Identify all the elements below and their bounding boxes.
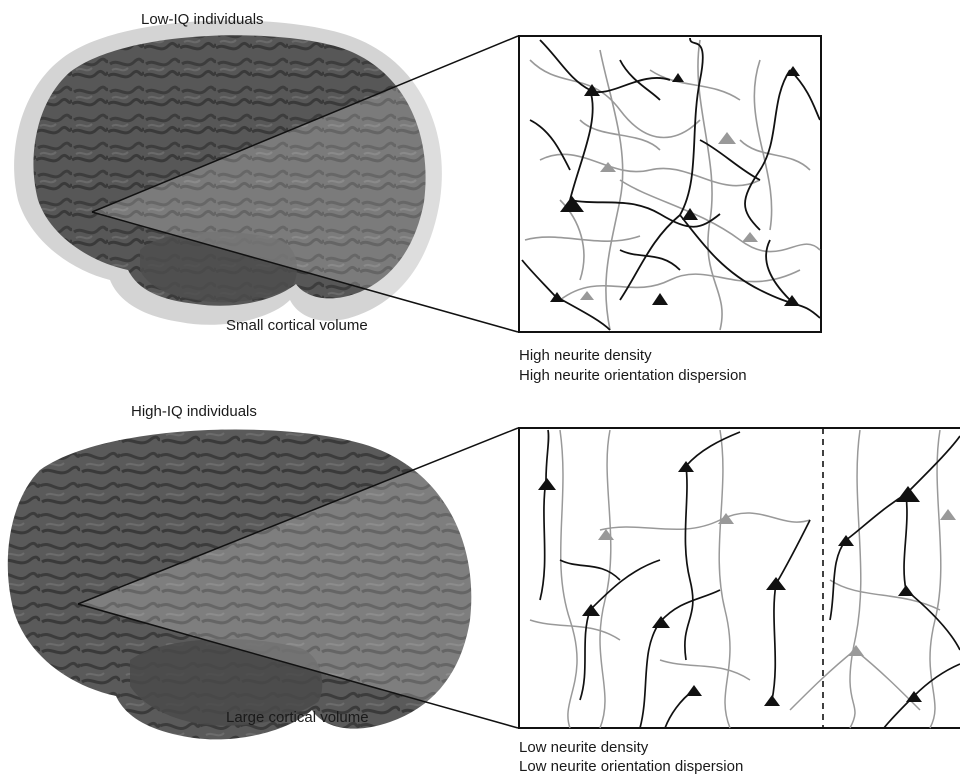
large-brain xyxy=(7,429,472,740)
high-iq-group-label: High-IQ individuals xyxy=(131,403,257,420)
low-density-label: Low neurite density xyxy=(519,739,649,756)
dense-neurite-box xyxy=(518,35,822,333)
bottom-zoom-lines xyxy=(77,427,519,729)
dark-somata xyxy=(550,66,800,306)
high-dispersion-label: High neurite orientation dispersion xyxy=(519,367,747,384)
sparse-neurite-box xyxy=(518,427,960,729)
dark-somata xyxy=(538,461,922,706)
neuron-soma xyxy=(538,478,556,490)
neuron-soma xyxy=(560,196,584,212)
brain-cortex xyxy=(33,35,426,306)
small-volume-label: Small cortical volume xyxy=(226,317,368,334)
high-density-label: High neurite density xyxy=(519,347,652,364)
small-brain xyxy=(14,20,442,325)
brain-cortex xyxy=(7,429,472,740)
gray-neurites xyxy=(529,429,942,729)
low-dispersion-label: Low neurite orientation dispersion xyxy=(519,758,744,775)
gray-somata xyxy=(598,509,956,656)
gray-somata xyxy=(580,132,758,300)
gray-neurites xyxy=(524,39,821,331)
large-volume-label: Large cortical volume xyxy=(226,709,369,726)
brain-temporal-lobe xyxy=(130,638,323,726)
low-iq-group-label: Low-IQ individuals xyxy=(141,11,264,28)
top-zoom-lines xyxy=(91,35,519,333)
brain-temporal-lobe xyxy=(140,231,297,303)
